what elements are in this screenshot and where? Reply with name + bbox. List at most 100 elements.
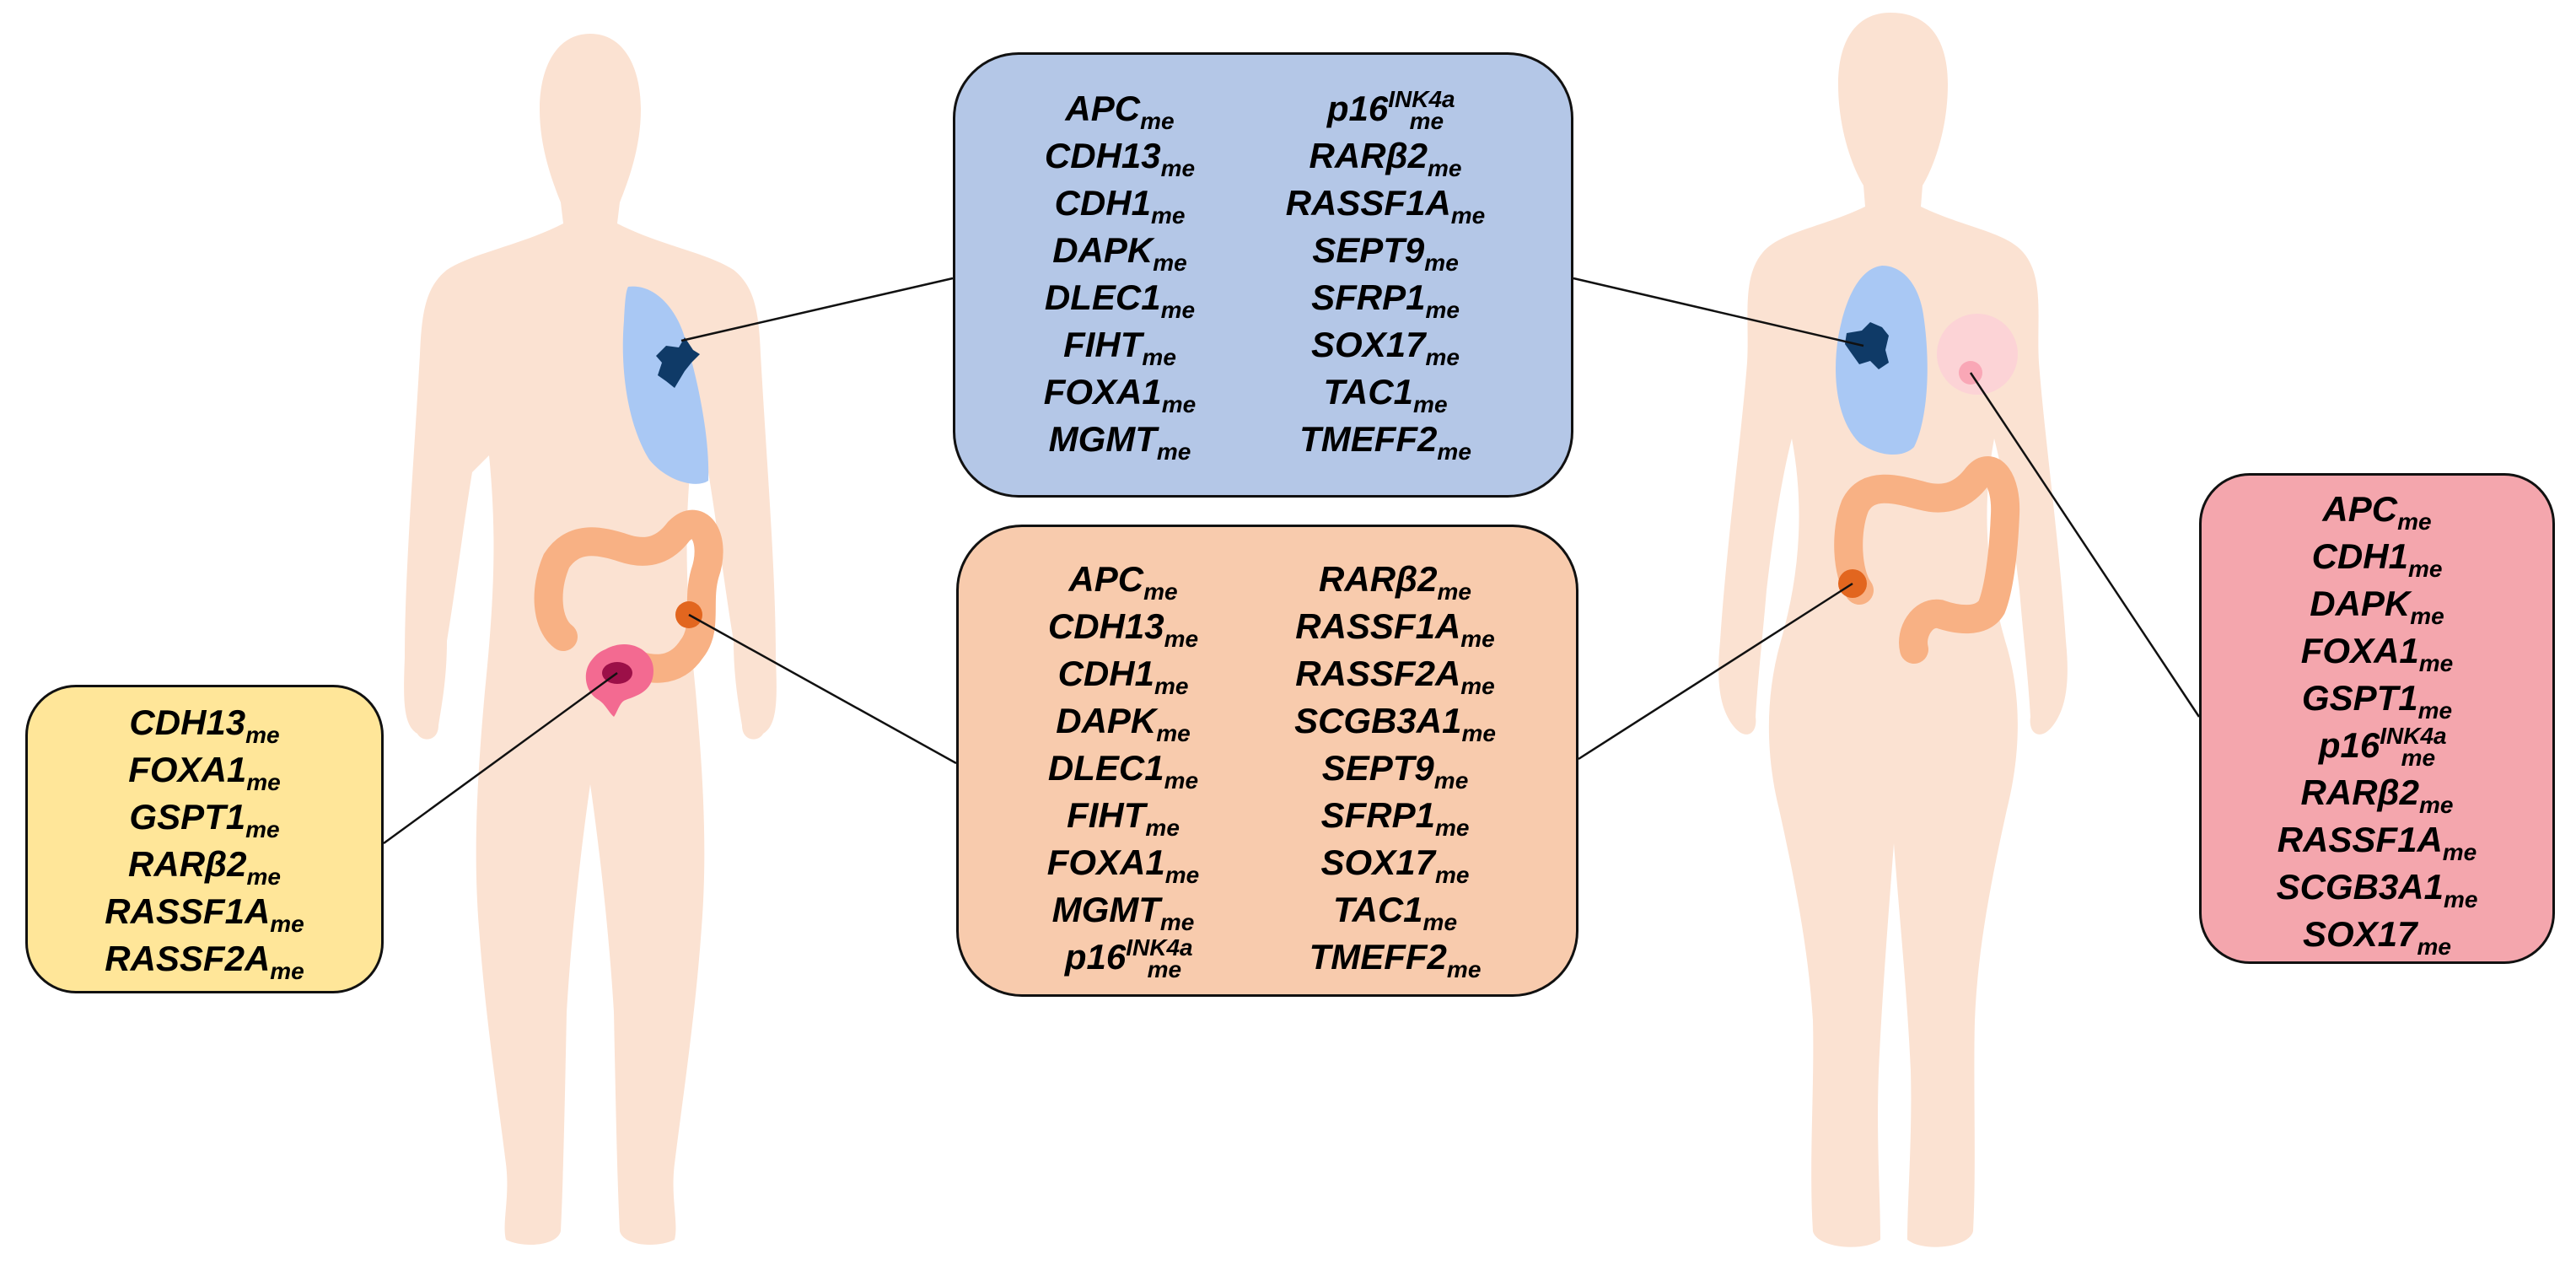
gene-superscript: INK4a xyxy=(2380,723,2447,749)
gene-marker: FOXA1me xyxy=(1002,369,1238,417)
female-lung-tumor xyxy=(1845,322,1889,369)
gene-subscript: me xyxy=(245,722,280,748)
gene-superscript: INK4a xyxy=(1126,934,1193,961)
gene-subscript: me xyxy=(2443,886,2478,912)
gene-subscript: me xyxy=(1433,767,1469,794)
gene-marker: RARβ2me xyxy=(2202,769,2552,818)
gene-name: CDH13 xyxy=(1047,606,1164,646)
gene-marker: MGMTme xyxy=(1001,886,1245,934)
gene-name: FOXA1 xyxy=(128,750,247,789)
gene-marker: RASSF2Ame xyxy=(1250,650,1541,699)
gene-marker: TAC1me xyxy=(1250,886,1541,934)
gene-name: SCGB3A1 xyxy=(1294,701,1462,740)
gene-marker: DLEC1me xyxy=(1002,274,1238,323)
gene-subscript: me xyxy=(2401,745,2436,771)
gene-subscript: me xyxy=(2417,934,2451,960)
gene-name: RASSF1A xyxy=(2277,820,2443,859)
gene-subscript: me xyxy=(1460,673,1495,699)
gene-name: FOXA1 xyxy=(1043,372,1162,412)
gene-name: CDH1 xyxy=(2311,536,2408,576)
gene-subscript: me xyxy=(2442,839,2477,865)
gene-name: GSPT1 xyxy=(129,797,246,837)
gene-name: FOXA1 xyxy=(1046,842,1165,882)
gene-name: p16 xyxy=(2318,725,2380,765)
gene-name: DLEC1 xyxy=(1044,277,1161,317)
gene-name: TAC1 xyxy=(1323,372,1414,412)
gene-name: APC xyxy=(1068,559,1144,599)
gene-name: DAPK xyxy=(1052,230,1154,270)
gene-name: FIHT xyxy=(1063,325,1143,364)
connector-male-lung xyxy=(680,277,954,342)
gene-marker: SCGB3A1me xyxy=(1250,697,1541,745)
gene-marker: p16INK4ame xyxy=(1001,934,1245,982)
gene-marker: RARβ2me xyxy=(28,841,381,889)
gene-name: FOXA1 xyxy=(2300,631,2419,670)
gene-marker: RASSF1Ame xyxy=(1250,603,1541,652)
gene-subscript: me xyxy=(245,816,280,842)
gene-marker: DAPKme xyxy=(2202,580,2552,628)
gene-marker: TMEFF2me xyxy=(1242,416,1529,464)
gene-subscript: me xyxy=(1140,108,1175,134)
gene-subscript: me xyxy=(1159,909,1195,935)
connector-female-lung xyxy=(1573,277,1864,347)
gene-subscript: me xyxy=(1424,250,1459,276)
connector-male-colon xyxy=(688,613,957,765)
gene-name: SOX17 xyxy=(1311,325,1426,364)
gene-name: SOX17 xyxy=(2303,914,2417,954)
gene-subscript: me xyxy=(1413,391,1448,417)
gene-name: SEPT9 xyxy=(1321,748,1434,788)
gene-subscript: me xyxy=(1164,862,1200,888)
female-breast xyxy=(1937,314,2018,395)
gene-name: DAPK xyxy=(2310,584,2411,623)
gene-subscript: me xyxy=(1422,909,1458,935)
gene-marker: RARβ2me xyxy=(1250,556,1541,604)
gene-marker: FOXA1me xyxy=(28,746,381,794)
gene-name: RASSF1A xyxy=(1295,606,1461,646)
gene-name: DAPK xyxy=(1056,701,1157,740)
gene-subscript: me xyxy=(246,769,281,795)
gene-subscript: me xyxy=(1143,579,1178,605)
gene-name: RASSF1A xyxy=(1285,183,1451,223)
gene-subscript: me xyxy=(1461,720,1496,746)
gene-name: FIHT xyxy=(1067,795,1146,835)
gene-subscript: me xyxy=(1460,626,1495,652)
gene-name: RARβ2 xyxy=(2300,772,2419,812)
gene-name: TMEFF2 xyxy=(1309,937,1447,977)
gene-marker: CDH13me xyxy=(28,699,381,748)
gene-name: TAC1 xyxy=(1332,890,1423,929)
male-lung-tumor xyxy=(656,337,700,388)
gene-subscript: me xyxy=(2418,650,2454,676)
gene-marker: RASSF1Ame xyxy=(1242,180,1529,228)
gene-name: p16 xyxy=(1064,937,1127,977)
male-silhouette xyxy=(404,34,777,1245)
gene-marker: FIHTme xyxy=(1002,321,1238,369)
gene-marker: SFRP1me xyxy=(1250,792,1541,841)
gene-subscript: me xyxy=(1153,250,1187,276)
gene-marker: APCme xyxy=(2202,486,2552,534)
gene-name: RASSF1A xyxy=(105,891,271,931)
gene-marker: p16INK4ame xyxy=(2202,722,2552,771)
gene-name: CDH1 xyxy=(1057,654,1154,693)
gene-subscript: me xyxy=(270,911,304,937)
gene-marker: SFRP1me xyxy=(1242,274,1529,322)
gene-subscript: me xyxy=(1425,344,1460,370)
connector-female-colon xyxy=(1578,582,1853,761)
gene-name: CDH1 xyxy=(1054,183,1151,223)
gene-name: CDH13 xyxy=(129,702,246,742)
gene-subscript: me xyxy=(1150,202,1186,229)
gene-subscript: me xyxy=(2418,792,2454,818)
gene-subscript: me xyxy=(1434,815,1470,841)
gene-name: GSPT1 xyxy=(2301,678,2418,718)
gene-subscript: me xyxy=(1154,673,1189,699)
gene-marker: CDH1me xyxy=(1002,180,1238,229)
gene-marker: RASSF1Ame xyxy=(28,888,381,937)
gene-subscript: me xyxy=(1160,297,1196,323)
gene-subscript: me xyxy=(1164,626,1199,652)
gene-subscript: me xyxy=(1147,956,1182,982)
gene-marker: DAPKme xyxy=(1002,227,1238,276)
